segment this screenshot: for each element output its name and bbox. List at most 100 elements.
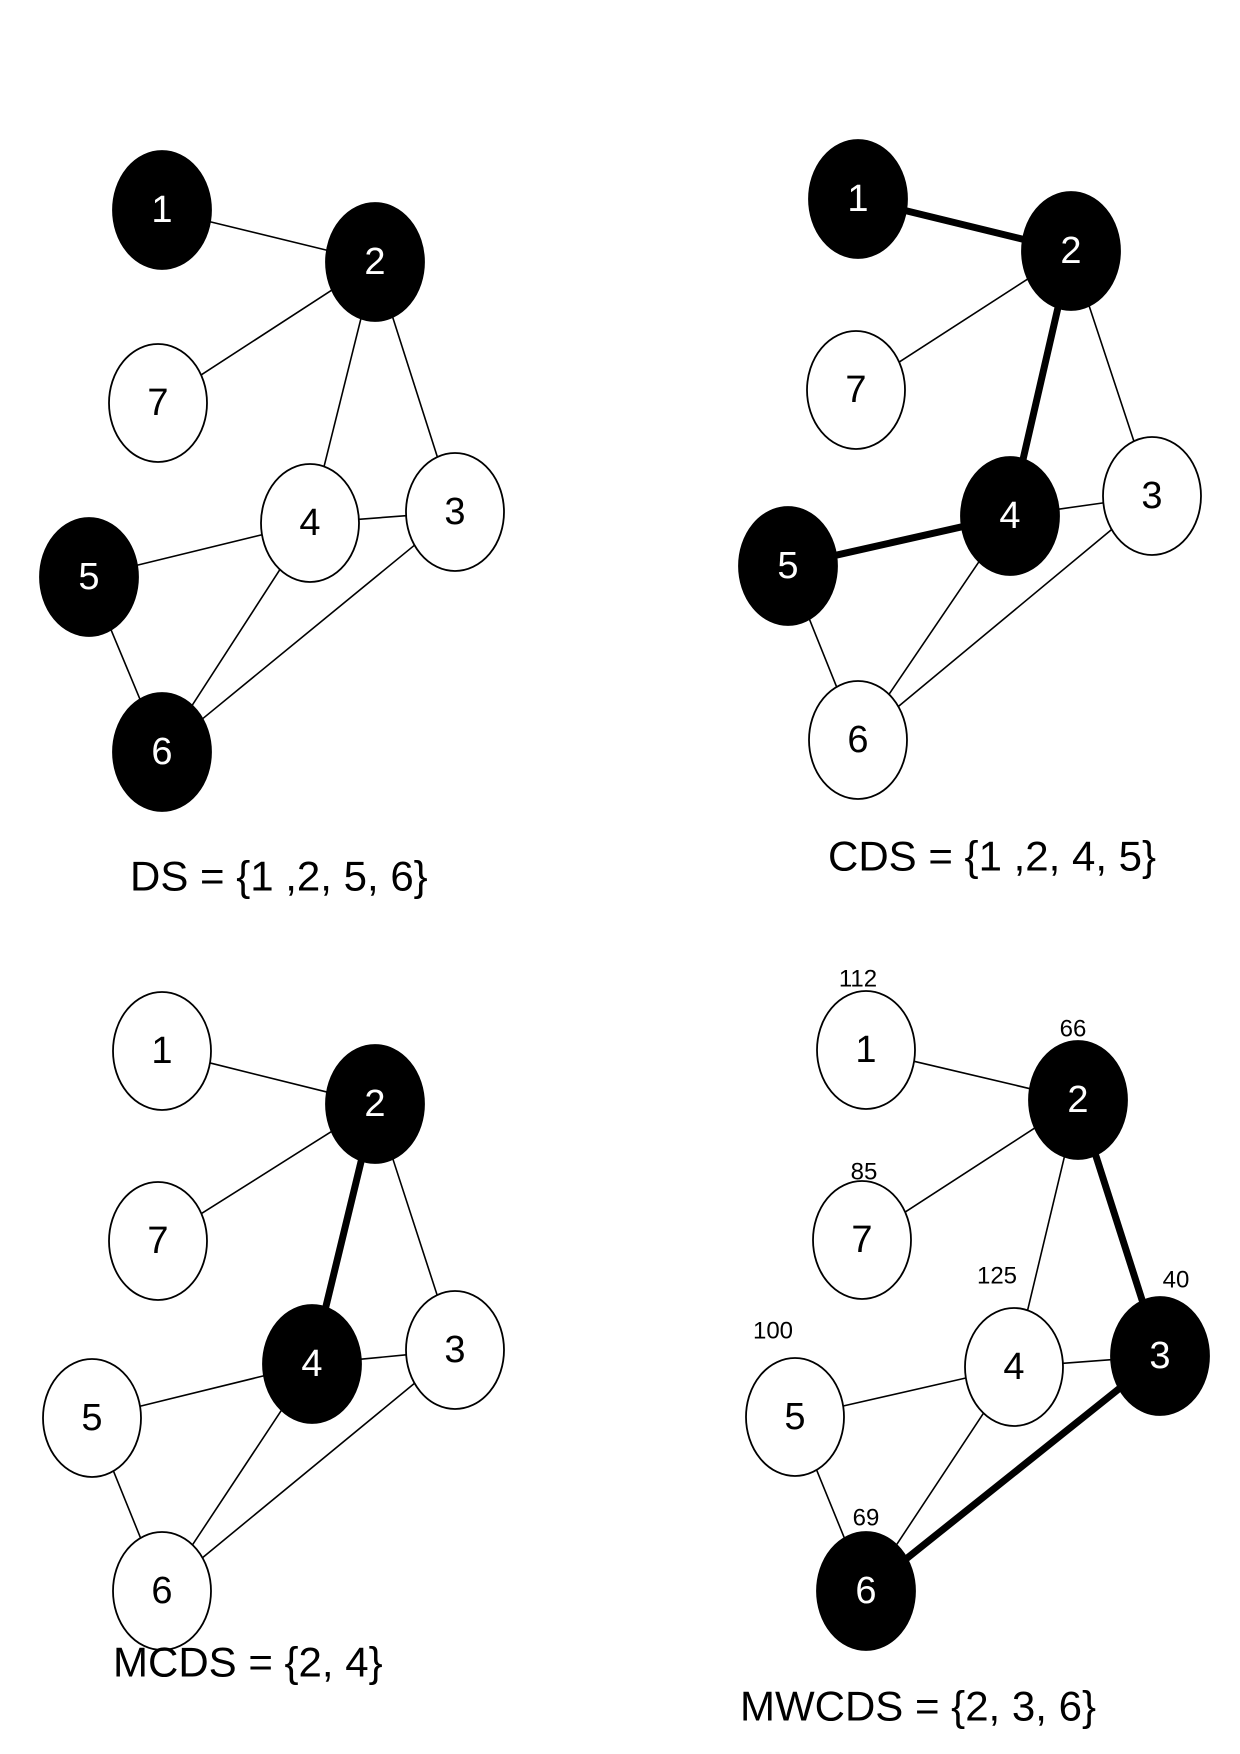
edge-4-3 [1058,502,1104,510]
node-label: 6 [847,719,868,761]
node-circle [1028,1040,1128,1160]
node-circle [112,1531,212,1651]
node-circle [806,330,906,450]
node-label: 4 [301,1343,322,1385]
node-label: 3 [444,491,465,533]
node-circle [108,1181,208,1301]
node-3: 3 [405,1290,505,1410]
node-6: 6 [112,692,212,812]
node-label: 4 [1003,1346,1024,1388]
edge-6-4 [895,1412,985,1546]
node-circle [325,1044,425,1164]
bold-edge-2-4 [322,1159,365,1309]
node-5: 5 [745,1357,845,1477]
node-circle [1102,436,1202,556]
node-label: 6 [855,1570,876,1612]
node-circle [39,517,139,637]
node-label: 2 [1060,230,1081,272]
edge-5-4 [842,1377,967,1407]
node-circle [1110,1296,1210,1416]
edge-5-6 [815,1469,846,1539]
node-weight-3: 40 [1163,1267,1190,1294]
edge-5-6 [110,629,141,700]
node-7: 7 [806,330,906,450]
node-label: 5 [784,1396,805,1438]
node-weight-1: 112 [839,966,877,993]
node-circle [960,456,1060,576]
node-weight-5: 100 [753,1318,793,1345]
node-label: 5 [777,545,798,587]
node-label: 1 [855,1029,876,1071]
edge-4-3 [360,1353,407,1361]
edge-1-2 [209,1062,328,1093]
node-circle [325,202,425,322]
node-weight-4: 125 [977,1263,1017,1290]
node-label: 2 [364,1083,385,1125]
bold-edge-5-4 [835,523,963,559]
caption-cds: CDS = {1 ,2, 4, 5} [828,833,1156,880]
node-label: 4 [299,502,320,544]
bold-edge-2-3 [1092,1153,1146,1303]
edge-2-3 [391,316,439,458]
edge-6-4 [191,569,281,706]
node-2: 2 [325,1044,425,1164]
node-4: 4 [260,463,360,583]
node-4: 4 [964,1307,1064,1427]
edge-4-3 [358,514,407,521]
node-label: 7 [147,382,168,424]
edge-2-7 [200,289,333,376]
node-5: 5 [42,1358,142,1478]
node-5: 5 [39,517,139,637]
edge-5-6 [808,618,838,688]
edge-2-7 [898,278,1029,363]
node-1: 1 [816,990,916,1110]
node-4: 4 [262,1304,362,1424]
node-circle [42,1358,142,1478]
bold-edge-6-3 [904,1385,1122,1562]
node-weight-6: 69 [853,1505,880,1532]
node-3: 3 [405,452,505,572]
node-3: 3 [1110,1296,1210,1416]
node-label: 7 [147,1220,168,1262]
node-7: 7 [812,1180,912,1300]
edge-5-6 [112,1470,142,1539]
caption-mwcds: MWCDS = {2, 3, 6} [740,1683,1096,1730]
edge-5-4 [136,533,263,567]
bold-edge-2-4 [1019,307,1062,460]
node-circle [112,991,212,1111]
edge-2-7 [200,1130,333,1215]
node-circle [112,150,212,270]
node-label: 2 [1067,1079,1088,1121]
node-circle [808,680,908,800]
node-circle [260,463,360,583]
edge-2-3 [1088,305,1135,442]
node-label: 1 [847,178,868,220]
node-label: 3 [1141,475,1162,517]
edge-6-4 [191,1409,283,1546]
node-label: 6 [151,1570,172,1612]
edge-6-3 [202,544,415,720]
node-1: 1 [112,150,212,270]
node-1: 1 [808,139,908,259]
node-circle [816,990,916,1110]
node-4: 4 [960,456,1060,576]
node-label: 1 [151,1030,172,1072]
node-circle [112,692,212,812]
node-circle [738,506,838,626]
edge-5-4 [139,1375,265,1407]
edge-6-3 [201,1382,416,1559]
node-2: 2 [1028,1040,1128,1160]
node-7: 7 [108,343,208,463]
node-weight-2: 66 [1060,1016,1087,1043]
edge-1-2 [913,1060,1031,1090]
node-label: 5 [81,1397,102,1439]
node-weight-7: 85 [851,1159,878,1186]
node-label: 6 [151,731,172,773]
node-6: 6 [808,680,908,800]
node-7: 7 [108,1181,208,1301]
